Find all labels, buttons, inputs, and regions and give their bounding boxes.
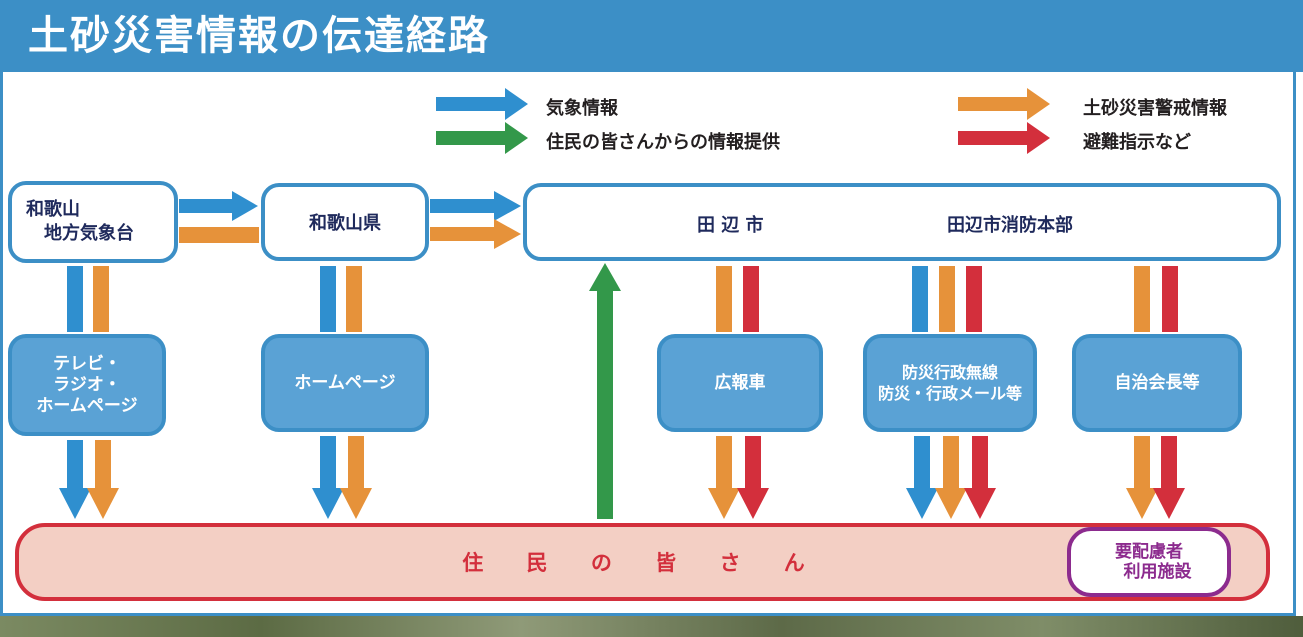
bar-weather-pref-down [320, 266, 336, 332]
node-neighborhood-head: 自治会長等 [1072, 334, 1242, 432]
legend-arrow-evacuation [958, 122, 1050, 154]
bar-alert-fire-radio [939, 266, 955, 332]
bar-weather-obs-down [67, 266, 83, 332]
node-tanabe-city-label: 田 辺 市 [697, 215, 764, 236]
bar-evac-fire-radio [966, 266, 982, 332]
arrow-evac-nh-down [1153, 436, 1185, 519]
node-disaster-radio: 防災行政無線 防災・行政メール等 [863, 334, 1037, 432]
bar-evac-city-pr [743, 266, 759, 332]
arrow-weather-hp-down [312, 436, 344, 519]
arrow-weather-obs-to-pref [179, 191, 258, 221]
node-wakayama-observatory: 和歌山 地方気象台 [8, 181, 178, 263]
arrow-evac-pr-down [737, 436, 769, 519]
node-care-facility: 要配慮者 利用施設 [1067, 527, 1231, 597]
arrow-weather-radio-down [906, 436, 938, 519]
arrow-alert-radio-down [935, 436, 967, 519]
node-residents: 住 民 の 皆 さ ん [15, 523, 1270, 601]
arrow-evac-radio-down [964, 436, 996, 519]
arrow-weather-pref-to-city [430, 191, 521, 221]
arrow-alert-pr-down [708, 436, 740, 519]
node-tanabe-fire-label: 田辺市消防本部 [947, 215, 1073, 236]
node-tanabe-city-and-fire: 田 辺 市 田辺市消防本部 [523, 183, 1281, 261]
bar-alert-city-pr [716, 266, 732, 332]
header-bar: 土砂災害情報の伝達経路 [0, 0, 1303, 72]
arrow-alert-tv-down [87, 440, 119, 519]
arrow-alert-pref-to-city [430, 219, 521, 249]
node-pr-vehicle-label: 広報車 [714, 372, 766, 393]
node-homepage: ホームページ [261, 334, 429, 432]
node-wakayama-prefecture: 和歌山県 [261, 183, 429, 261]
node-wakayama-prefecture-label: 和歌山県 [309, 213, 381, 234]
bar-alert-pref-down [346, 266, 362, 332]
legend-label-weather-info: 気象情報 [546, 98, 618, 119]
node-disaster-radio-label: 防災行政無線 防災・行政メール等 [877, 363, 1022, 403]
bar-alert-obs-down [93, 266, 109, 332]
node-tv-radio-homepage: テレビ・ ラジオ・ ホームページ [8, 334, 166, 436]
arrow-alert-hp-down [340, 436, 372, 519]
legend-arrow-weather-info [436, 88, 528, 120]
bar-weather-fire-radio [912, 266, 928, 332]
legend-label-evacuation: 避難指示など [1083, 132, 1191, 153]
node-tv-radio-homepage-label: テレビ・ ラジオ・ ホームページ [36, 353, 138, 416]
node-residents-label: 住 民 の 皆 さ ん [462, 551, 823, 575]
arrow-weather-tv-down [59, 440, 91, 519]
node-wakayama-observatory-label: 和歌山 地方気象台 [26, 199, 134, 244]
page-title: 土砂災害情報の伝達経路 [28, 13, 490, 59]
bar-evac-fire-nh [1162, 266, 1178, 332]
node-care-facility-label: 要配慮者 利用施設 [1115, 542, 1192, 582]
node-homepage-label: ホームページ [294, 372, 396, 393]
bar-alert-obs-to-pref [179, 227, 259, 243]
legend-label-resident-info: 住民の皆さんからの情報提供 [546, 132, 780, 153]
legend-arrow-sediment-alert [958, 88, 1050, 120]
node-neighborhood-head-label: 自治会長等 [1114, 372, 1200, 393]
arrow-alert-nh-down [1126, 436, 1158, 519]
bar-alert-fire-nh [1134, 266, 1150, 332]
arrow-resident-info-up [589, 263, 621, 519]
aerial-photo-strip [0, 616, 1303, 637]
legend-label-sediment-alert: 土砂災害警戒情報 [1083, 98, 1227, 119]
node-pr-vehicle: 広報車 [657, 334, 823, 432]
legend-arrow-resident-info [436, 122, 528, 154]
